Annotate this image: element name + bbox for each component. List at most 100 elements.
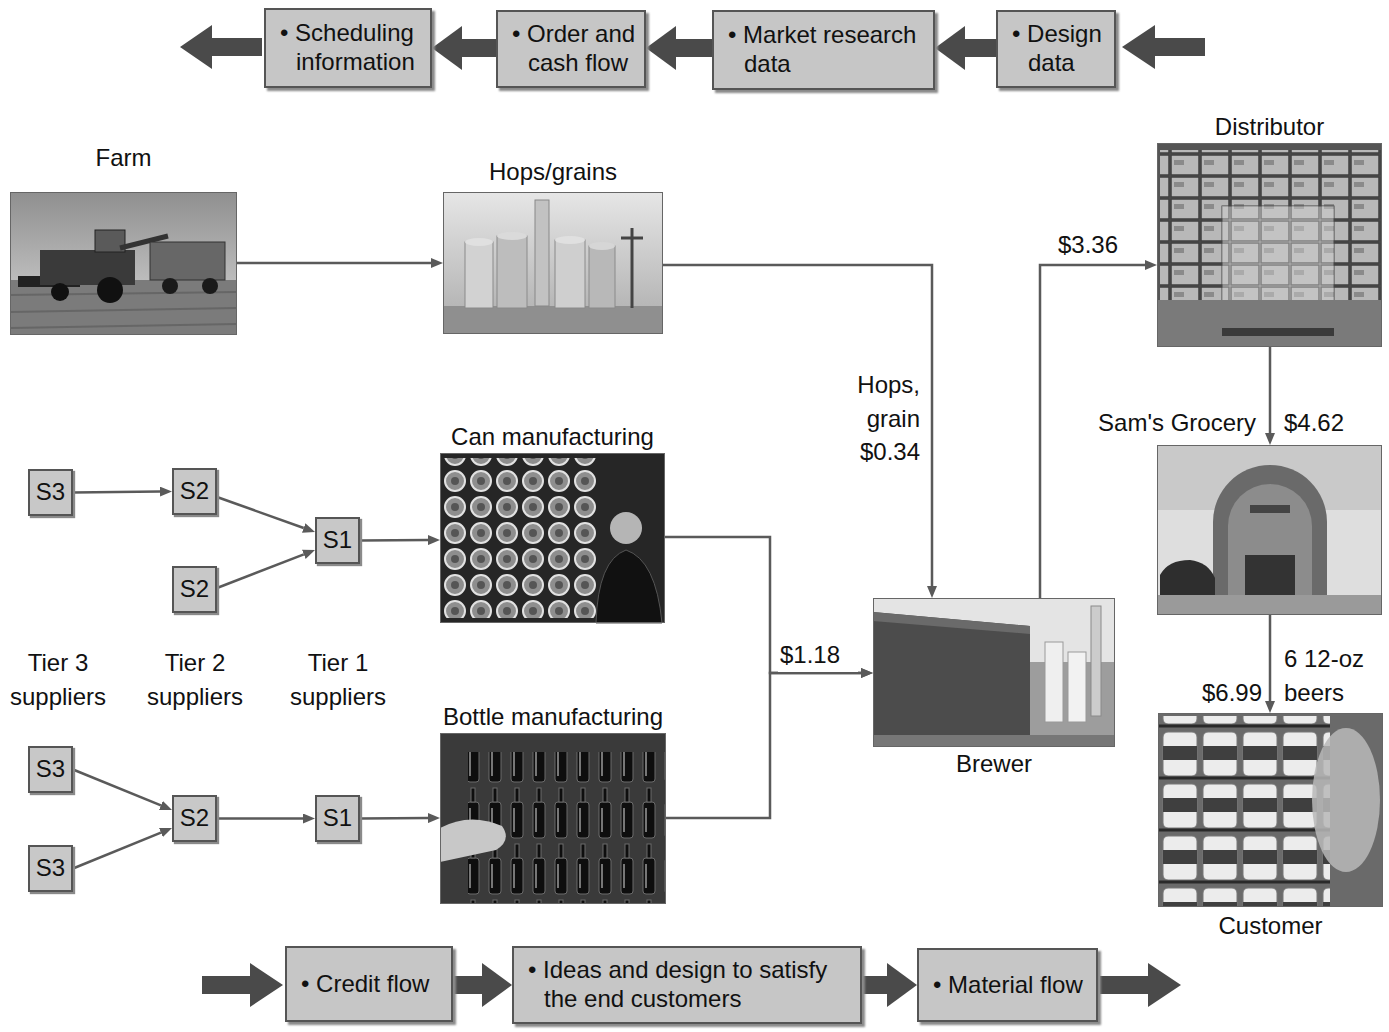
price-label: $4.62 xyxy=(1282,406,1372,440)
bottle-factory-photo xyxy=(440,733,666,904)
farm-photo xyxy=(10,324,237,328)
band-arrow xyxy=(1122,25,1205,69)
info-box: • Market research data xyxy=(712,10,935,90)
price-label: $1.18 xyxy=(778,638,858,672)
tier-label: Tier 2 suppliers xyxy=(140,646,250,713)
farm-photo xyxy=(10,308,237,312)
band-arrow xyxy=(180,25,1205,1007)
stage-photo: Hops/grains xyxy=(443,192,663,334)
grocery-store-photo xyxy=(1213,465,1327,595)
quantity-label: 6 12-oz beers xyxy=(1282,642,1382,709)
stage-heading: Farm xyxy=(96,144,152,173)
farm-photo xyxy=(40,250,135,285)
stage-heading: Hops/grains xyxy=(489,158,617,187)
stage-photo: Customer xyxy=(1158,713,1383,907)
box-text: S3 xyxy=(36,755,65,784)
brewery-photo xyxy=(873,598,1115,747)
stage-photo: Can manufacturing xyxy=(440,453,665,623)
store-shelf-photo xyxy=(1158,713,1383,907)
farm-photo xyxy=(10,192,237,335)
store-shelf-photo xyxy=(1158,713,1383,907)
price-label: $6.99 xyxy=(1188,676,1264,710)
box-text: S1 xyxy=(323,526,352,555)
stage-heading: Bottle manufacturing xyxy=(443,703,663,732)
box-text: • Scheduling information xyxy=(296,19,424,77)
warehouse-photo xyxy=(1222,328,1334,336)
grocery-store-photo xyxy=(1157,595,1382,615)
grain-elevator-photo xyxy=(589,242,615,250)
supplier-box: S1 xyxy=(315,795,360,842)
warehouse-photo xyxy=(1157,143,1382,347)
supply-arrow xyxy=(1269,615,1272,701)
grain-elevator-photo xyxy=(465,242,493,308)
tier-label: Tier 3 suppliers xyxy=(4,646,112,713)
farm-photo xyxy=(51,283,69,301)
grain-elevator-photo xyxy=(555,240,585,308)
store-shelf-photo xyxy=(1158,716,1330,906)
flow-arrow xyxy=(676,39,712,57)
warehouse-photo xyxy=(1157,143,1382,347)
brewery-photo xyxy=(873,612,1030,634)
supplier-box: S2 xyxy=(172,468,217,515)
grocery-store-photo xyxy=(1157,445,1382,615)
supply-arrow xyxy=(73,490,160,493)
farm-photo xyxy=(10,192,237,335)
grain-elevator-photo xyxy=(589,246,615,308)
info-box: • Order and cash flow xyxy=(496,10,646,88)
brewery-photo xyxy=(873,612,1030,747)
brewery-photo xyxy=(1091,606,1101,716)
supply-arrow xyxy=(217,497,304,528)
grocery-store-photo xyxy=(1160,560,1215,595)
box-text: S2 xyxy=(180,477,209,506)
box-text: S3 xyxy=(36,854,65,883)
info-box: • Scheduling information xyxy=(264,8,432,88)
box-text: • Market research data xyxy=(744,21,927,79)
flow-arrow xyxy=(862,976,887,994)
grain-elevator-photo xyxy=(443,306,663,334)
box-text: S1 xyxy=(323,804,352,833)
supplier-box: S1 xyxy=(315,517,360,564)
supply-arrow xyxy=(360,539,428,542)
farm-photo xyxy=(97,277,123,303)
supplier-box: S2 xyxy=(172,566,217,613)
brewery-photo xyxy=(873,598,1115,747)
stage-heading: Sam's Grocery xyxy=(1098,409,1256,438)
supply-arrow xyxy=(360,817,428,820)
box-text: S2 xyxy=(180,804,209,833)
supplier-box: S2 xyxy=(172,795,217,842)
stage-heading: Distributor xyxy=(1215,113,1324,142)
grain-elevator-photo xyxy=(497,232,527,240)
grain-elevator-photo xyxy=(631,228,634,308)
box-text: S2 xyxy=(180,575,209,604)
supply-arrow xyxy=(217,817,303,820)
brewery-photo xyxy=(873,735,1115,747)
box-text: S3 xyxy=(36,478,65,507)
farm-photo xyxy=(10,292,237,295)
supplier-box: S3 xyxy=(28,469,73,516)
price-label: Hops, grain $0.34 xyxy=(846,368,922,469)
stage-photo: Brewer xyxy=(873,598,1115,747)
can-factory-photo xyxy=(610,512,642,544)
grain-elevator-photo xyxy=(497,236,527,308)
grocery-store-photo xyxy=(1228,484,1312,595)
grain-elevator-photo xyxy=(555,236,585,244)
supply-arrow xyxy=(666,673,861,818)
supply-arrow xyxy=(665,537,861,673)
stage-heading: Can manufacturing xyxy=(451,423,654,452)
flow-box: • Ideas and design to satisfy the end cu… xyxy=(512,946,862,1024)
grocery-store-photo xyxy=(1245,555,1295,595)
supplier-box: S3 xyxy=(28,845,73,892)
can-factory-photo xyxy=(440,453,665,623)
box-text: • Order and cash flow xyxy=(528,20,638,78)
stage-photo: Sam's Grocery xyxy=(1157,445,1382,615)
flow-arrow xyxy=(453,976,482,994)
band-arrow xyxy=(180,25,262,69)
box-text: • Design data xyxy=(1028,20,1108,78)
flow-box: • Credit flow xyxy=(285,946,453,1022)
supply-arrow xyxy=(1269,347,1272,433)
supply-arrow xyxy=(73,833,161,869)
grain-elevator-photo xyxy=(443,192,663,334)
bottle-factory-photo xyxy=(440,819,506,862)
